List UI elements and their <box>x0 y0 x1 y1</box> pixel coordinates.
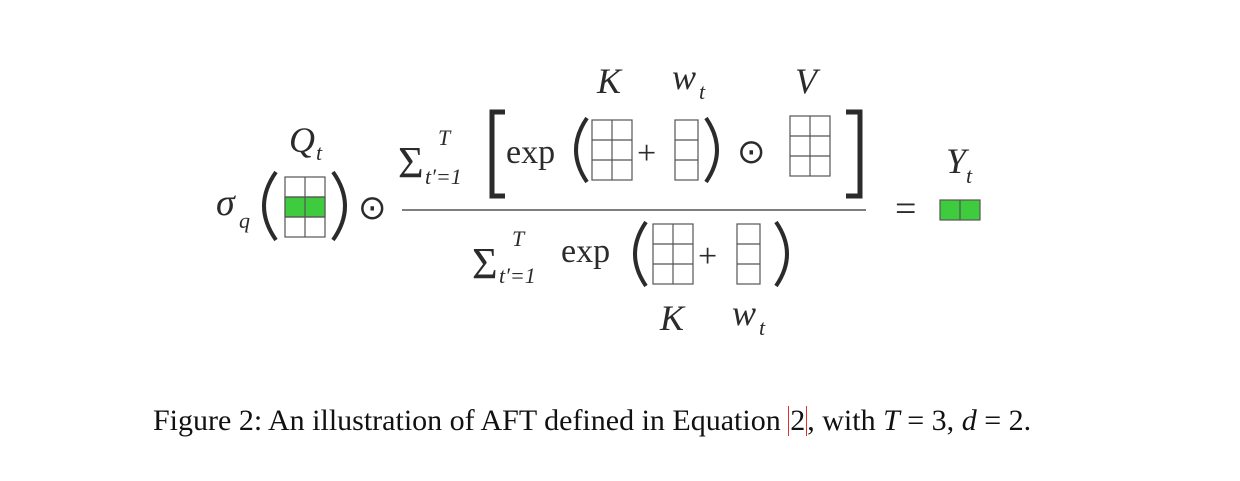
denominator-left-paren <box>633 220 648 288</box>
numerator-exp: exp <box>506 134 555 171</box>
w-subscript-bottom: t <box>759 315 766 340</box>
left-bracket <box>489 109 505 199</box>
denominator-plus: + <box>698 238 717 275</box>
y-label: Y <box>946 141 970 181</box>
figure-caption: Figure 2: An illustration of AFT defined… <box>153 404 1031 438</box>
caption-mid: , with <box>807 404 884 437</box>
v-matrix <box>789 115 831 177</box>
y-subscript: t <box>966 163 973 188</box>
q-label: Q <box>289 120 315 160</box>
denominator-sum-lower: t′=1 <box>499 263 536 288</box>
numerator-left-paren <box>574 116 589 184</box>
k-matrix-numerator <box>591 119 633 181</box>
caption-prefix: Figure 2: An illustration of AFT defined… <box>153 404 789 437</box>
k-label-bottom: K <box>659 298 686 338</box>
caption-t-variable: T <box>883 404 900 437</box>
v-label: V <box>795 61 821 101</box>
numerator-sum-upper: T <box>438 125 452 150</box>
denominator-sum-symbol: Σ <box>472 239 498 288</box>
denominator-sum-upper: T <box>512 226 526 251</box>
equation-reference-link[interactable]: 2 <box>788 404 808 437</box>
numerator-sum-lower: t′=1 <box>425 164 462 189</box>
w-label-bottom: w <box>732 293 756 333</box>
w-subscript-top: t <box>699 79 706 104</box>
w-label-top: w <box>672 57 696 97</box>
right-paren-q <box>331 170 347 242</box>
w-matrix-denominator <box>736 223 761 285</box>
left-paren-q <box>262 170 278 242</box>
equals-sign: = <box>895 188 916 230</box>
denominator-right-paren <box>774 220 789 288</box>
sigma-symbol: σ <box>216 182 236 224</box>
q-subscript: t <box>316 140 323 165</box>
hadamard-symbol-1: ⊙ <box>358 188 387 228</box>
k-matrix-denominator <box>652 223 694 285</box>
denominator-exp: exp <box>561 233 610 270</box>
numerator-right-paren <box>704 116 719 184</box>
hadamard-symbol-2: ⊙ <box>737 132 766 172</box>
k-label-top: K <box>596 61 623 101</box>
numerator-sum-symbol: Σ <box>398 138 424 187</box>
caption-t-value: = 3, <box>899 404 962 437</box>
w-matrix-numerator <box>674 119 699 181</box>
caption-d-value: = 2. <box>976 404 1032 437</box>
caption-d-variable: d <box>961 404 977 437</box>
q-matrix <box>284 176 326 238</box>
right-bracket <box>846 109 863 199</box>
numerator-plus: + <box>637 135 656 172</box>
y-output-vector <box>939 199 981 221</box>
sigma-subscript: q <box>239 208 250 233</box>
